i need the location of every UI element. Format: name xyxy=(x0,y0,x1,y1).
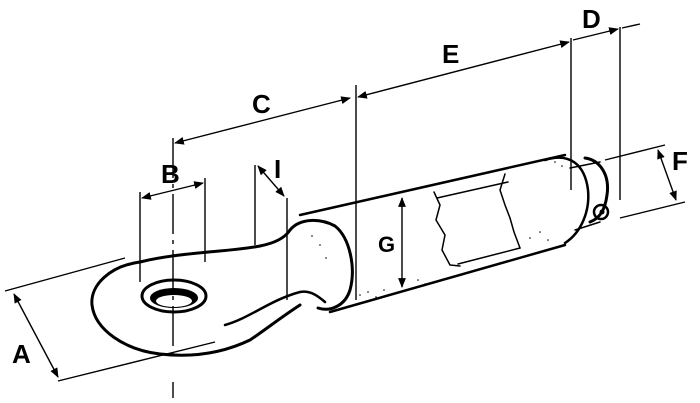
hex-end xyxy=(543,156,590,245)
neck-lower-edge xyxy=(223,290,327,327)
dim-B xyxy=(141,181,204,200)
shaft-bottom xyxy=(328,243,567,314)
shading-dots xyxy=(311,161,563,298)
dim-A xyxy=(13,293,59,378)
dim-F xyxy=(657,149,677,201)
dim-I xyxy=(257,165,285,197)
part-body xyxy=(90,153,610,357)
break-right xyxy=(499,173,521,249)
label-G: G xyxy=(378,232,395,257)
eye-hole xyxy=(140,278,208,314)
eye-ring-outline xyxy=(90,260,302,357)
dim-E xyxy=(357,40,570,99)
label-I: I xyxy=(274,154,281,184)
collar xyxy=(288,219,354,311)
dim-C xyxy=(174,96,351,145)
label-E: E xyxy=(442,39,459,69)
dimension-lines xyxy=(4,23,686,398)
break-left xyxy=(433,191,461,267)
shaft-top xyxy=(298,153,567,217)
dim-D xyxy=(572,27,619,41)
cross-pin xyxy=(592,203,610,221)
eye-top-edge xyxy=(138,228,292,264)
label-D: D xyxy=(582,4,601,34)
label-F: F xyxy=(672,146,688,176)
label-B: B xyxy=(161,159,180,189)
label-A: A xyxy=(12,339,31,369)
label-C: C xyxy=(252,89,271,119)
